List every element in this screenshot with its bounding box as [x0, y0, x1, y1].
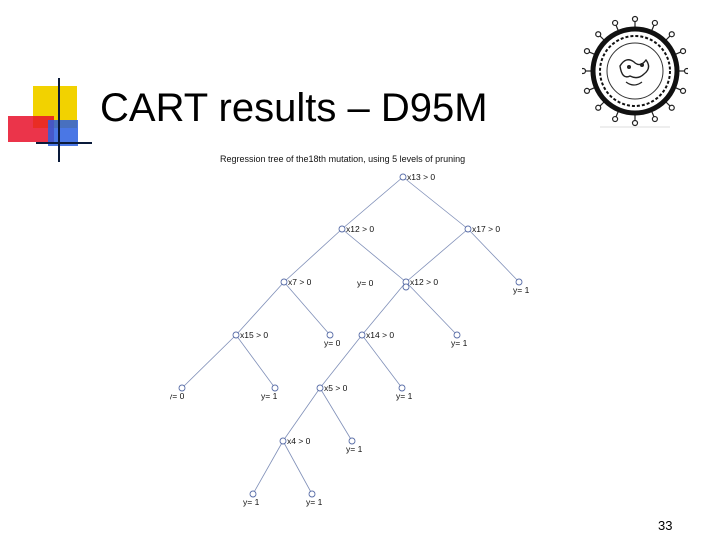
tree-title: Regression tree of the18th mutation, usi…: [220, 154, 465, 164]
tree-edge: [406, 229, 468, 282]
tree-leaf-label: y= 1: [261, 391, 278, 401]
tree-split-label: x4 > 0: [287, 436, 311, 446]
logo-spike-tip: [584, 49, 589, 54]
tree-split-label: x12 > 0: [346, 224, 374, 234]
tree-split-label: x14 > 0: [366, 330, 394, 340]
tree-leaf-label: y= 0: [357, 278, 374, 288]
deco-horizontal-line: [36, 142, 92, 144]
regression-tree-diagram: Regression tree of the18th mutation, usi…: [170, 150, 560, 520]
logo-spike-tip: [584, 88, 589, 93]
tree-node: [317, 385, 323, 391]
logo-spike-tip: [652, 117, 657, 122]
tree-edge: [362, 282, 406, 335]
tree-node: [359, 332, 365, 338]
tree-edge: [342, 229, 406, 282]
tree-edge: [342, 177, 403, 229]
logo-spike-tip: [633, 17, 638, 22]
virus-logo-icon: [582, 14, 688, 134]
logo-spike-tip: [613, 117, 618, 122]
tree-split-label: x17 > 0: [472, 224, 500, 234]
logo-spike-tip: [582, 69, 586, 74]
tree-node: [339, 226, 345, 232]
slide-title: CART results – D95M: [100, 86, 488, 131]
logo-spike-tip: [681, 88, 686, 93]
tree-edge: [236, 335, 275, 388]
title-decoration: [0, 70, 100, 170]
tree-leaf-label: y= 0: [324, 338, 341, 348]
tree-leaf-label: y= 1: [451, 338, 468, 348]
tree-split-label: x5 > 0: [324, 383, 348, 393]
page-number: 33: [658, 518, 672, 533]
tree-leaf-label: y= 1: [243, 497, 260, 507]
tree-split-label: x15 > 0: [240, 330, 268, 340]
logo-spike-tip: [685, 69, 689, 74]
tree-node: [233, 332, 239, 338]
tree-split-label: x12 > 0: [410, 277, 438, 287]
tree-edge: [362, 335, 402, 388]
tree-node: [280, 438, 286, 444]
logo-spike-tip: [681, 49, 686, 54]
deco-vertical-line: [58, 78, 60, 162]
tree-edge: [468, 229, 519, 282]
tree-edge: [284, 282, 330, 335]
tree-edge: [403, 177, 468, 229]
tree-node: [465, 226, 471, 232]
tree-edge: [320, 388, 352, 441]
tree-edge: [182, 335, 236, 388]
tree-split-label: x7 > 0: [288, 277, 312, 287]
logo-spike-tip: [596, 32, 601, 37]
tree-edge: [283, 441, 312, 494]
tree-node: [403, 284, 409, 290]
tree-edge: [284, 229, 342, 282]
tree-leaf-label: y= 1: [346, 444, 363, 454]
logo-spike-tip: [633, 121, 638, 126]
tree-node: [400, 174, 406, 180]
logo-spike-tip: [596, 105, 601, 110]
logo-spike-tip: [613, 20, 618, 25]
tree-leaf-label: y= 1: [513, 285, 530, 295]
tree-edge: [283, 388, 320, 441]
tree-split-label: x13 > 0: [407, 172, 435, 182]
logo-spike-tip: [652, 20, 657, 25]
tree-leaf-label: y= 1: [396, 391, 413, 401]
logo-spike-tip: [669, 32, 674, 37]
tree-edge: [406, 282, 457, 335]
tree-node: [281, 279, 287, 285]
tree-edge: [253, 441, 283, 494]
tree-leaf-label: y= 0: [170, 391, 185, 401]
tree-leaf-label: y= 1: [306, 497, 323, 507]
tree-edge: [236, 282, 284, 335]
logo-spike-tip: [669, 105, 674, 110]
